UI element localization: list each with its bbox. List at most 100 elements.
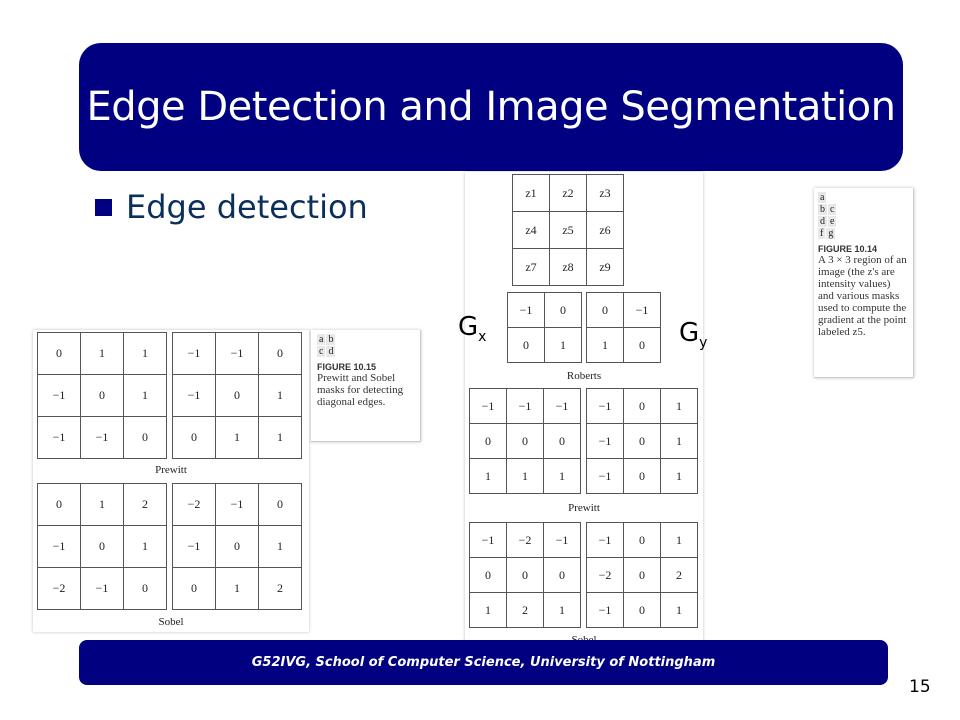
mask-cell: 1 <box>586 327 624 363</box>
mask-cell: z3 <box>586 174 624 212</box>
mask-cell: −1 <box>586 522 624 558</box>
mask-cell: z7 <box>512 248 550 286</box>
fig1015-caption-title: FIGURE 10.15 <box>317 362 377 372</box>
panel-letter: a <box>818 192 827 203</box>
footer-text: G52IVG, School of Computer Science, Univ… <box>251 655 716 670</box>
mask-cell: −1 <box>469 522 507 558</box>
panel-letter: e <box>828 216 837 227</box>
mask-cell: 0 <box>543 557 581 593</box>
mask-cell: 2 <box>660 557 698 593</box>
mask-cell: 0 <box>123 416 167 459</box>
mask-cell: −1 <box>172 374 216 417</box>
mask-cell: 0 <box>506 423 544 459</box>
mask-cell: 0 <box>80 374 124 417</box>
mask-cell: 1 <box>660 522 698 558</box>
mask-cell: −2 <box>37 567 81 610</box>
panel-letter: b <box>326 334 336 345</box>
mask-cell: 1 <box>80 483 124 526</box>
mask-cell: −2 <box>172 483 216 526</box>
panel-letter: b <box>818 204 827 215</box>
mask-cell: −1 <box>215 332 259 375</box>
mask-cell: 0 <box>623 592 661 628</box>
mask-cell: 0 <box>469 557 507 593</box>
fig1015-caption-body: Prewitt and Sobel masks for detecting di… <box>317 372 404 408</box>
square-bullet-icon <box>95 198 112 216</box>
mask-cell: 1 <box>80 332 124 375</box>
mask-cell: 1 <box>469 592 507 628</box>
mask-cell: −1 <box>80 567 124 610</box>
mask-cell: 0 <box>506 557 544 593</box>
fig1014-roberts-label: Roberts <box>566 370 602 382</box>
mask-cell: 0 <box>623 458 661 494</box>
mask-cell: −1 <box>37 416 81 459</box>
mask-cell: 1 <box>543 592 581 628</box>
mask-cell: 1 <box>215 416 259 459</box>
mask-cell: −1 <box>172 332 216 375</box>
mask-cell: z1 <box>512 174 550 212</box>
mask-cell: z2 <box>549 174 587 212</box>
fig1014-caption-body: A 3 × 3 region of an image (the z's are … <box>818 254 907 338</box>
mask-cell: 2 <box>123 483 167 526</box>
mask-cell: 2 <box>506 592 544 628</box>
mask-cell: −1 <box>507 292 545 328</box>
fig1014-prewitt-label: Prewitt <box>568 502 600 514</box>
footer-bar: G52IVG, School of Computer Science, Univ… <box>79 640 888 685</box>
mask-cell: 0 <box>215 525 259 568</box>
title-bar: Edge Detection and Image Segmentation <box>79 43 903 171</box>
mask-cell: 1 <box>123 332 167 375</box>
panel-letter: f <box>818 228 826 239</box>
slide-title: Edge Detection and Image Segmentation <box>86 84 897 130</box>
mask-cell: 0 <box>623 327 661 363</box>
mask-cell: 0 <box>469 423 507 459</box>
mask-cell: −1 <box>586 592 624 628</box>
mask-cell: −1 <box>80 416 124 459</box>
bullet-item: Edge detection <box>95 188 368 226</box>
gy-label: Gy <box>679 318 707 351</box>
mask-cell: −1 <box>215 483 259 526</box>
panel-letter: d <box>326 346 336 357</box>
mask-cell: −2 <box>586 557 624 593</box>
mask-cell: −1 <box>586 423 624 459</box>
panel-letter-row: a <box>818 192 909 204</box>
panel-letter: d <box>818 216 827 227</box>
mask-cell: 0 <box>623 522 661 558</box>
fig1014-caption-title: FIGURE 10.14 <box>818 244 878 254</box>
mask-cell: −1 <box>37 374 81 417</box>
mask-cell: 1 <box>469 458 507 494</box>
mask-cell: z9 <box>586 248 624 286</box>
mask-cell: 0 <box>544 292 582 328</box>
mask-cell: z8 <box>549 248 587 286</box>
mask-cell: −1 <box>37 525 81 568</box>
mask-cell: 0 <box>586 292 624 328</box>
bullet-text: Edge detection <box>126 188 368 226</box>
mask-cell: 1 <box>506 458 544 494</box>
mask-cell: 1 <box>543 458 581 494</box>
mask-cell: 1 <box>660 388 698 424</box>
mask-cell: −1 <box>623 292 661 328</box>
gy-label-base: G <box>679 318 700 348</box>
mask-cell: 0 <box>80 525 124 568</box>
mask-cell: 1 <box>258 525 302 568</box>
mask-cell: 0 <box>123 567 167 610</box>
gy-label-sub: y <box>699 335 708 351</box>
mask-cell: −1 <box>543 522 581 558</box>
gx-label-base: G <box>458 312 479 342</box>
